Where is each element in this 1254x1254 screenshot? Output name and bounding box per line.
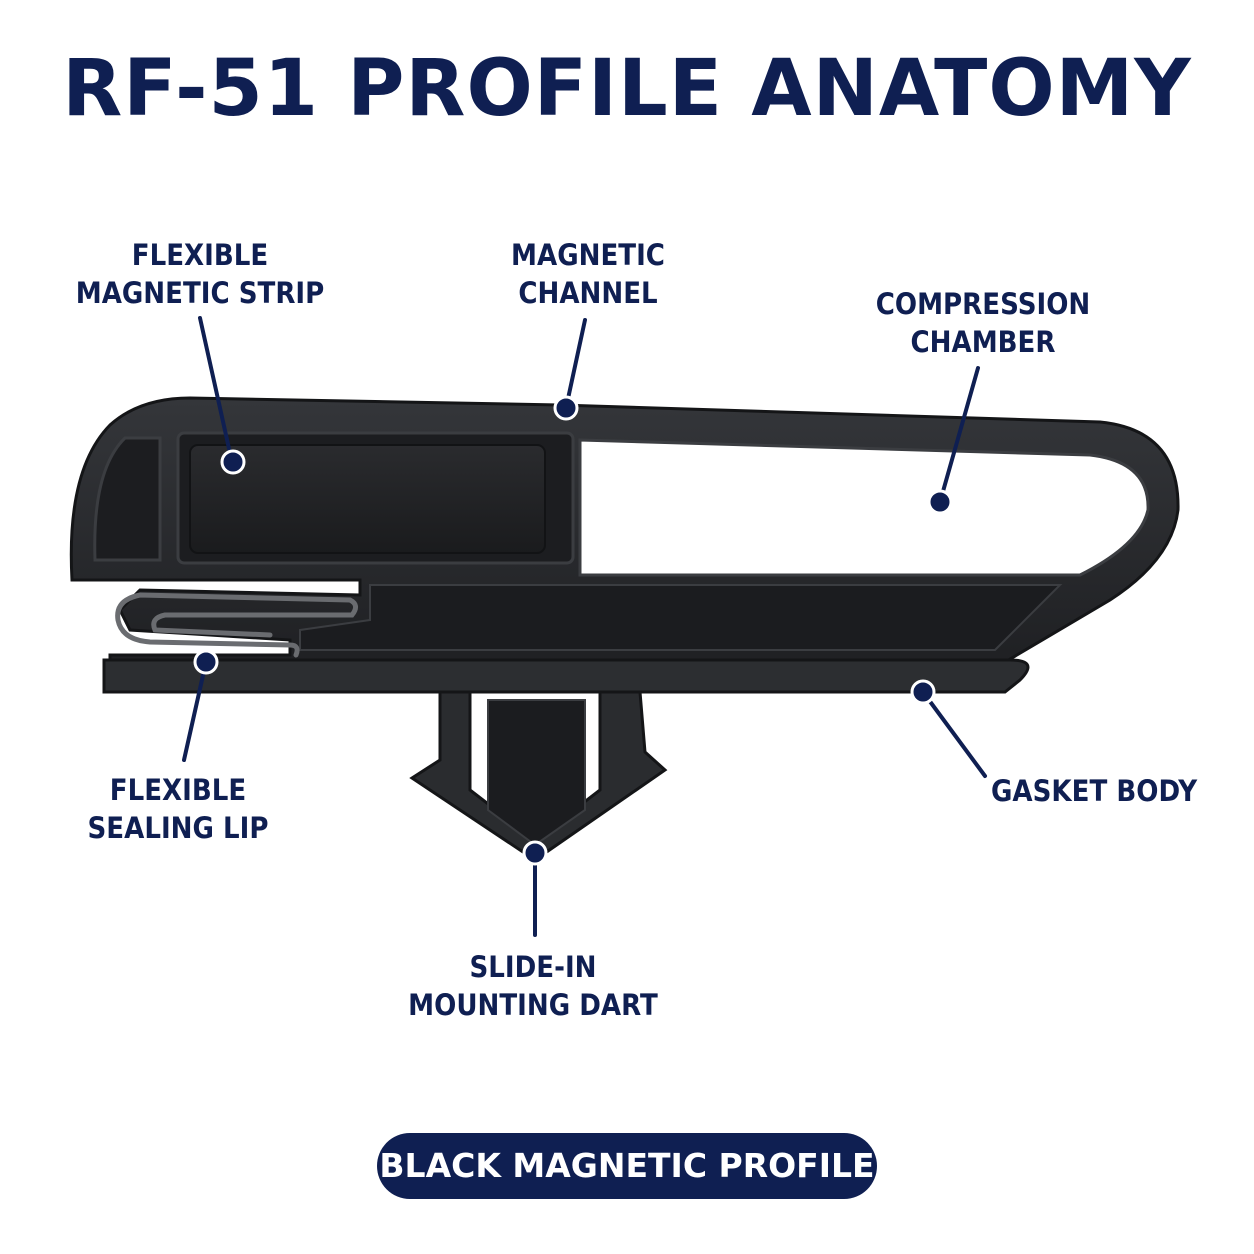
- compression-chamber: [578, 438, 1150, 577]
- callout-text: MAGNETIC STRIP: [75, 276, 325, 310]
- callout-text: FLEXIBLE: [131, 238, 269, 272]
- mounting-dart: [409, 690, 668, 862]
- callout-dot-compression-chamber: [927, 489, 953, 515]
- leader-line-gasket-body: [921, 690, 987, 778]
- callout-dot-mounting-dart: [522, 840, 548, 866]
- callout-text: SEALING LIP: [87, 811, 269, 845]
- page-title: RF-51 PROFILE ANATOMY: [62, 44, 1192, 134]
- callout-text: MOUNTING DART: [408, 988, 658, 1022]
- callout-gasket-body: GASKET BODY: [991, 772, 1198, 810]
- callout-text: SLIDE-IN: [469, 950, 597, 984]
- magnetic-strip-insert: [189, 444, 546, 554]
- callout-dot-magnetic-channel: [553, 395, 579, 421]
- leader-line-sealing-lip: [182, 660, 208, 762]
- profile-type-badge: BLACK MAGNETIC PROFILE: [377, 1133, 877, 1199]
- callout-text: CHAMBER: [910, 325, 1056, 359]
- sealing-lip-fold: [115, 592, 358, 658]
- callout-dot-gasket-body: [910, 679, 936, 705]
- callout-compression-chamber: COMPRESSION CHAMBER: [871, 285, 1096, 361]
- callout-text: COMPRESSION: [875, 287, 1091, 321]
- callout-text: GASKET BODY: [991, 774, 1198, 808]
- callout-slide-in-mounting-dart: SLIDE-IN MOUNTING DART: [407, 948, 659, 1024]
- lower-channel: [299, 584, 1063, 651]
- callout-dot-sealing-lip: [193, 649, 219, 675]
- callout-text: FLEXIBLE: [109, 773, 247, 807]
- mounting-dart-stem: [487, 699, 586, 847]
- gasket-base-strip: [102, 658, 1030, 694]
- callout-text: CHANNEL: [518, 276, 658, 310]
- left-chamber: [93, 436, 162, 562]
- callout-text: MAGNETIC: [511, 238, 665, 272]
- callout-flexible-sealing-lip: FLEXIBLE SEALING LIP: [79, 771, 277, 847]
- leader-line-magnetic-channel: [564, 318, 587, 410]
- leader-line-compression-chamber: [938, 366, 980, 504]
- callout-magnetic-channel: MAGNETIC CHANNEL: [489, 236, 687, 312]
- callout-dot-magnetic-strip: [220, 449, 246, 475]
- leader-line-magnetic-strip: [198, 316, 234, 464]
- callout-flexible-magnetic-strip: FLEXIBLE MAGNETIC STRIP: [74, 236, 326, 312]
